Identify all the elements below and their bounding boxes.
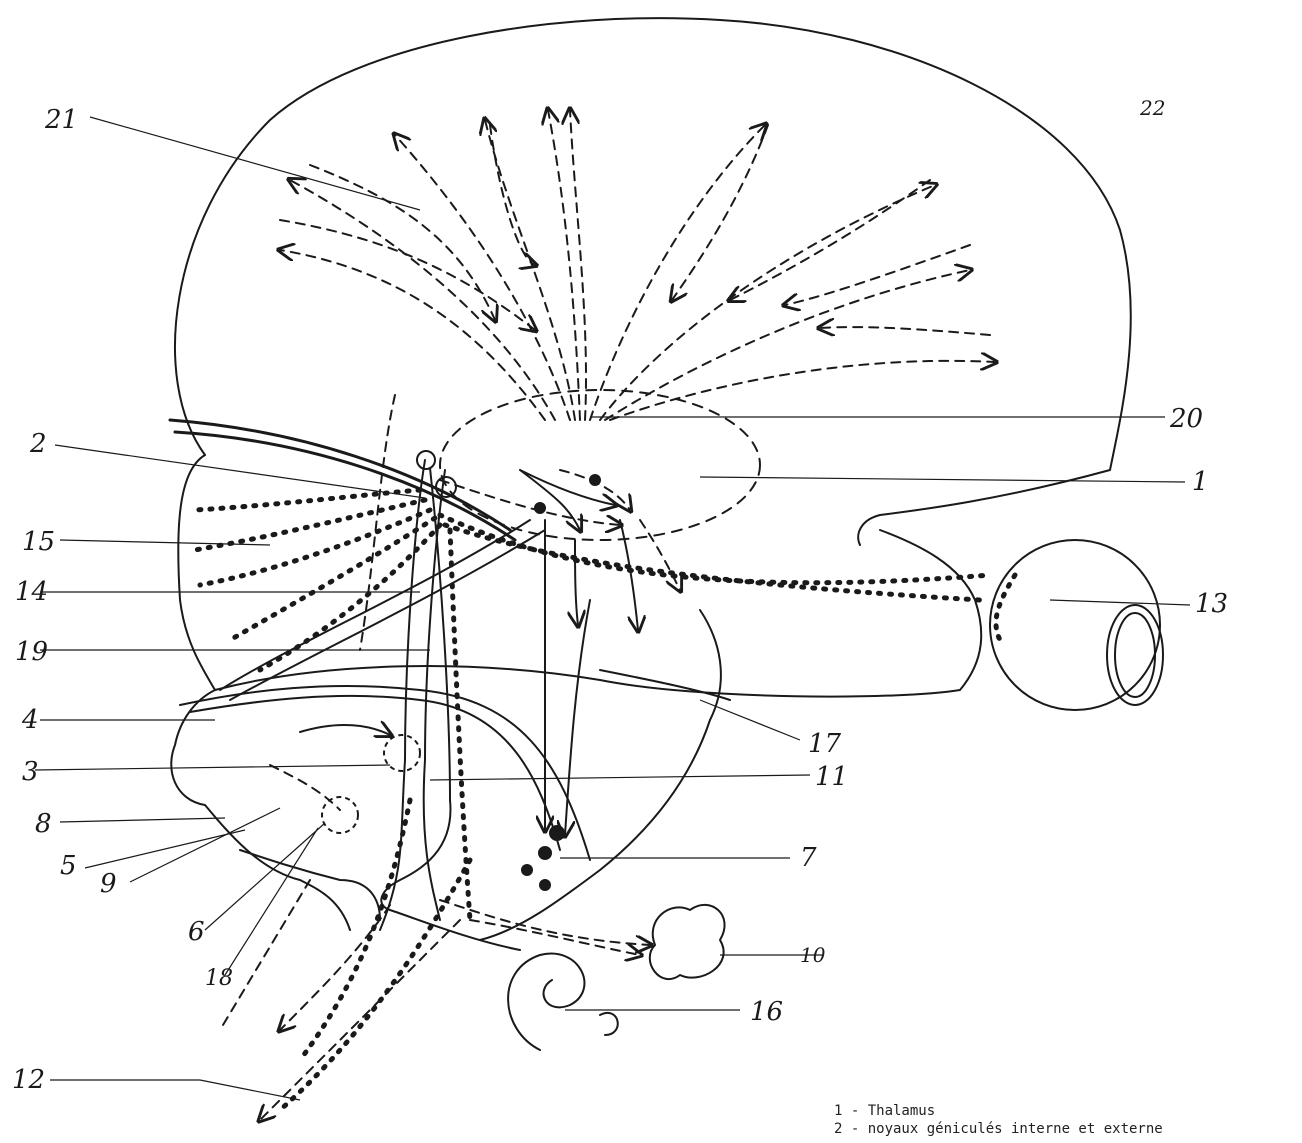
motor-pathway (180, 686, 590, 860)
label-20: 20 (1169, 404, 1203, 434)
label-4: 4 (21, 705, 39, 735)
label-1: 1 (1192, 467, 1209, 497)
cerebellum-outline (480, 610, 721, 940)
label-18: 18 (205, 966, 233, 991)
label-15: 15 (22, 527, 55, 557)
label-19: 19 (15, 637, 48, 667)
label-10: 10 (800, 943, 826, 967)
label-13: 13 (1195, 589, 1228, 619)
legend-item-1: 1 - Thalamus (834, 1102, 1302, 1120)
label-9: 9 (100, 869, 117, 899)
label-8: 8 (35, 809, 52, 839)
nucleus-7 (550, 826, 564, 840)
cerebrum-outline (175, 18, 1131, 545)
label-6: 6 (188, 917, 205, 947)
label-17: 17 (808, 729, 842, 759)
eye (990, 540, 1160, 710)
legend: 1 - Thalamus 2 - noyaux géniculés intern… (834, 1102, 1302, 1143)
label-16: 16 (750, 997, 783, 1027)
label-14: 14 (15, 577, 48, 607)
hypophysis (322, 797, 358, 833)
cochlea (508, 954, 584, 1050)
label-11: 11 (815, 762, 848, 792)
temporal-lobe-lower (215, 530, 981, 697)
nucleus-11 (539, 847, 551, 859)
legend-item-2: 2 - noyaux géniculés interne et externe (834, 1120, 1302, 1138)
label-21: 21 (44, 105, 78, 135)
label-3: 3 (22, 757, 39, 787)
label-12: 12 (12, 1065, 45, 1095)
label-5: 5 (60, 851, 77, 881)
label-2: 2 (29, 429, 47, 459)
label-7: 7 (800, 843, 817, 873)
temporal-lobe-outline (178, 455, 215, 690)
vestibular-organ (650, 905, 725, 979)
label-22: 22 (1139, 96, 1165, 120)
